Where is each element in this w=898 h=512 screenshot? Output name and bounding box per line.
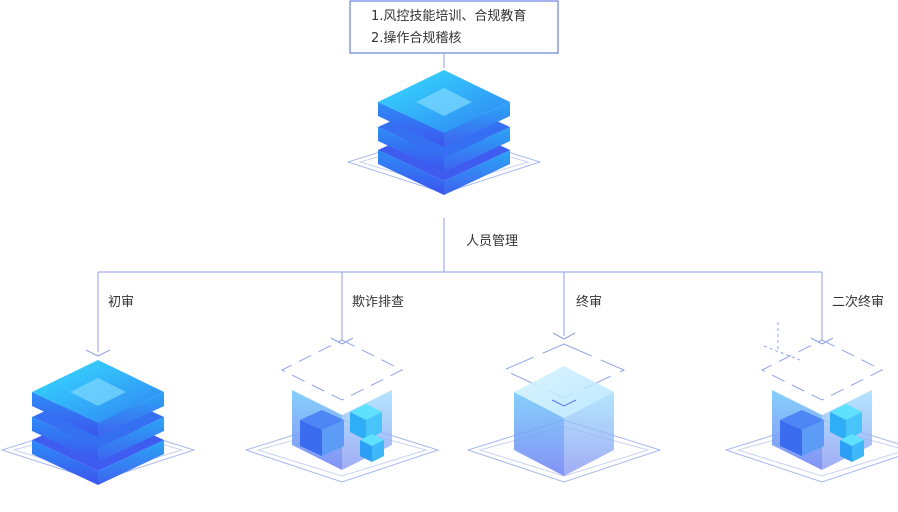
top-note-line-2: 2.操作合规稽核 xyxy=(371,30,461,46)
translucent-cube-icon xyxy=(466,343,662,483)
branch-label-1: 初审 xyxy=(108,295,134,310)
top-note-box: 1.风控技能培训、合规教育 2.操作合规稽核 xyxy=(349,0,559,54)
server-stack-icon xyxy=(0,360,196,485)
server-stack-icon xyxy=(346,70,542,195)
connector-lines xyxy=(85,53,834,357)
branch-label-3: 终审 xyxy=(576,294,602,310)
top-note-line-1: 1.风控技能培训、合规教育 xyxy=(371,8,526,24)
root-label: 人员管理 xyxy=(466,234,518,249)
branch-label-2: 欺诈排查 xyxy=(352,295,404,310)
branch-label-4: 二次终审 xyxy=(832,294,884,310)
open-box-cubes-icon xyxy=(724,322,898,483)
open-box-cubes-icon xyxy=(244,339,440,483)
